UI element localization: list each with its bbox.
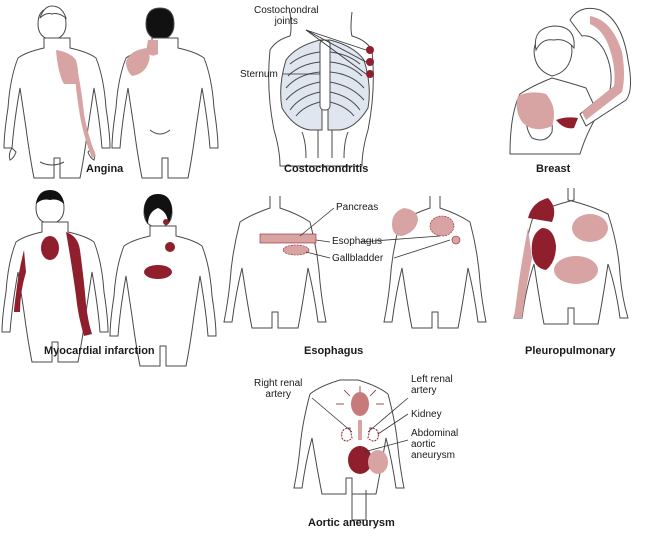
mi-female-figure xyxy=(109,195,217,367)
pleuro-pain-right-chest xyxy=(531,228,556,270)
caption-aortic-aneurysm: Aortic aneurysm xyxy=(308,517,395,529)
mi-male-figure xyxy=(1,191,109,363)
aortic-aorta xyxy=(358,420,362,440)
caption-myocardial-infarction: Myocardial infarction xyxy=(44,345,155,357)
mi-male-chest-pain xyxy=(41,236,59,260)
mi-female-epigastric-pain xyxy=(144,265,172,279)
caption-costochondritis: Costochondritis xyxy=(284,163,369,175)
costochondritis-leader-lines xyxy=(283,29,367,75)
label-abdominal-aortic-aneurysm: Abdominal aortic aneurysm xyxy=(411,428,459,461)
esophagus-front-figure xyxy=(223,196,327,329)
esophagus-gallbladder-front xyxy=(282,244,310,256)
aortic-abdominal-pain xyxy=(348,446,372,474)
pleuro-pain-right-shoulder xyxy=(528,198,555,222)
pleuro-pain-left-chest xyxy=(572,214,608,242)
mi-female-jaw-pain xyxy=(163,219,169,225)
angina-front-figure xyxy=(3,7,111,179)
mi-male-left-arm-pain xyxy=(66,232,92,336)
sternum-bone xyxy=(319,39,331,111)
esophagus-back-pancreas xyxy=(429,215,455,237)
esophagus-pain-band xyxy=(259,233,317,244)
label-pancreas: Pancreas xyxy=(336,202,379,213)
breast-pain-axilla-dark xyxy=(556,117,578,129)
caption-breast: Breast xyxy=(536,163,571,175)
ribs xyxy=(285,51,365,159)
angina-pain-left-arm xyxy=(74,62,96,158)
caption-esophagus: Esophagus xyxy=(304,345,364,357)
esophagus-leader-lines xyxy=(299,207,451,259)
angina-back-figure xyxy=(111,7,219,179)
angina-pain-chest-region xyxy=(56,50,78,84)
aortic-kidney-left xyxy=(341,427,353,442)
breast-hair xyxy=(534,25,575,52)
aortic-figure xyxy=(293,379,405,521)
label-sternum: Sternum xyxy=(240,69,278,80)
aortic-kidney-right xyxy=(367,427,379,442)
breast-pain-arm xyxy=(582,16,624,120)
mi-female-chest-pain-small xyxy=(165,242,175,252)
ribcage xyxy=(280,39,370,131)
breast-figure xyxy=(509,7,632,155)
esophagus-back-shoulder-pain xyxy=(392,208,418,236)
label-right-renal-artery: Right renal artery xyxy=(254,378,303,400)
label-gallbladder: Gallbladder xyxy=(332,253,384,264)
label-esophagus: Esophagus xyxy=(332,236,383,247)
breast-pain-region xyxy=(516,92,554,130)
label-left-renal-artery: Left renal artery xyxy=(411,374,453,396)
angina-pain-back-neck xyxy=(146,40,158,56)
pleuro-pain-right-arm xyxy=(514,228,532,318)
costochondral-joint-dots xyxy=(366,46,374,78)
mi-female-hair xyxy=(144,194,172,224)
angina-hair xyxy=(39,5,67,20)
label-costochondral-joints: Costochondral joints xyxy=(254,5,319,27)
aortic-flank-pain xyxy=(368,450,388,474)
aortic-leader-lines xyxy=(311,397,409,453)
label-kidney: Kidney xyxy=(411,409,442,420)
mi-male-right-arm-pain xyxy=(14,250,26,312)
mi-male-hair xyxy=(36,190,64,204)
esophagus-back-gallbladder xyxy=(451,235,461,245)
angina-pain-back-shoulder xyxy=(126,48,150,76)
aortic-chest-pain xyxy=(351,392,369,416)
caption-pleuropulmonary: Pleuropulmonary xyxy=(525,345,616,357)
pleuro-pain-lower-chest xyxy=(554,256,598,284)
caption-angina: Angina xyxy=(86,163,124,175)
